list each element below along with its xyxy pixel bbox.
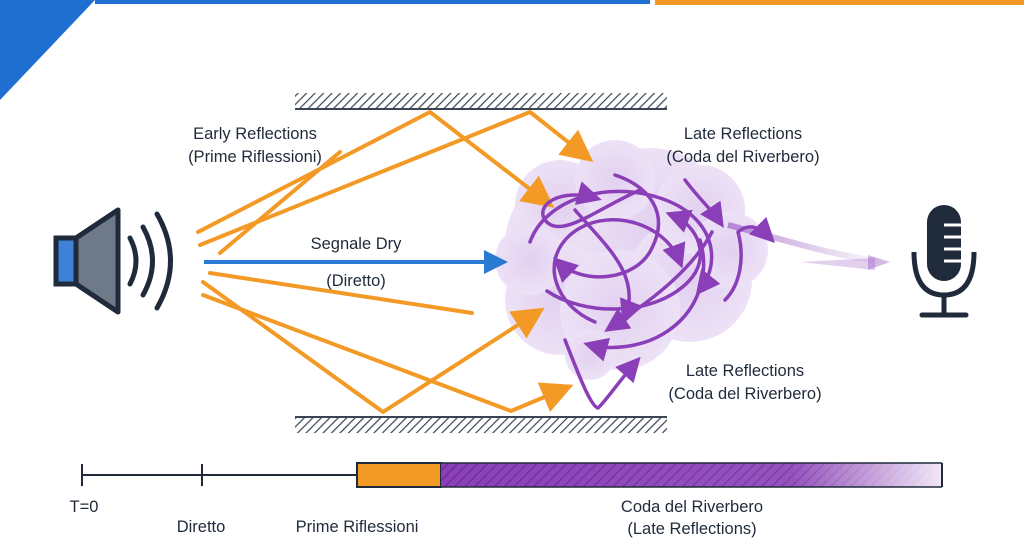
corner-accent-blue xyxy=(0,0,95,100)
microphone-icon xyxy=(911,205,977,318)
top-wall xyxy=(295,93,667,109)
late-reflections-bottom-label: Late Reflections xyxy=(686,362,804,380)
early-reflections-sublabel: (Prime Riflessioni) xyxy=(188,148,322,166)
top-accent-blue xyxy=(95,0,650,4)
timeline-late-sublabel: (Late Reflections) xyxy=(627,520,756,538)
late-reflections-top-sublabel: (Coda del Riverbero) xyxy=(666,148,819,166)
direct-signal-sublabel: (Diretto) xyxy=(326,272,386,290)
late-reflections-bottom-sublabel: (Coda del Riverbero) xyxy=(668,385,821,403)
timeline-early-segment xyxy=(356,462,442,488)
direct-signal-label: Segnale Dry xyxy=(311,235,403,253)
speaker-icon xyxy=(53,207,173,315)
timeline xyxy=(81,462,943,488)
top-accent-orange xyxy=(655,0,1024,5)
timeline-direct-label: Diretto xyxy=(177,518,226,536)
early-reflections-label: Early Reflections xyxy=(193,125,317,143)
bottom-wall xyxy=(295,417,667,433)
late-reflections-top-label: Late Reflections xyxy=(684,125,802,143)
timeline-early-label: Prime Riflessioni xyxy=(296,518,419,536)
early-reflections xyxy=(196,110,594,414)
reverb-tail xyxy=(727,222,890,270)
timeline-t0-label: T=0 xyxy=(70,498,99,516)
late-reflections-tangle xyxy=(528,173,775,410)
timeline-late-label: Coda del Riverbero xyxy=(621,498,763,516)
